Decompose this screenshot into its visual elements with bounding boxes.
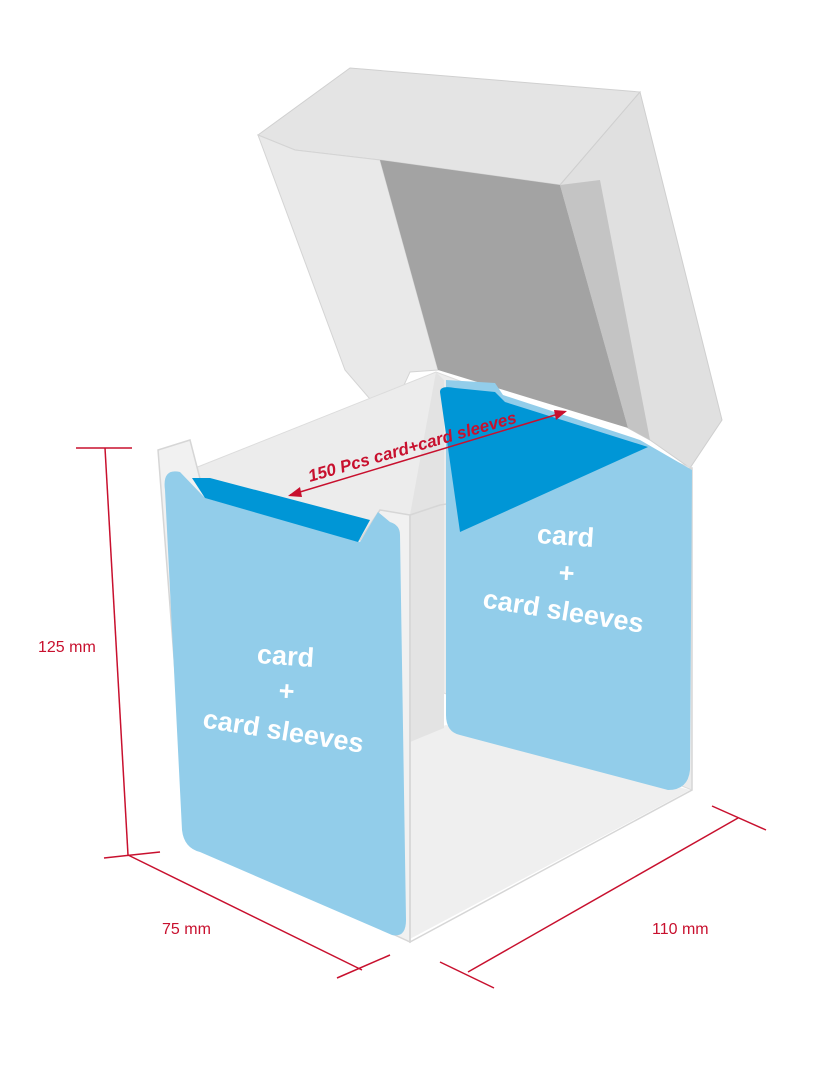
lid-inner-face	[380, 160, 628, 428]
back-card-line1: card	[536, 519, 595, 553]
depth-right-tick	[711, 805, 767, 831]
height-dimension: 125 mm	[38, 447, 161, 859]
capacity-arrow-line	[289, 411, 566, 496]
capacity-arrowhead-right	[554, 410, 567, 420]
front-card-line2: +	[278, 676, 296, 707]
front-card-top-dark	[192, 478, 370, 542]
width-dimension-line	[127, 854, 363, 971]
back-card-line2: +	[558, 558, 576, 589]
depth-label: 110 mm	[652, 921, 709, 938]
height-dimension-line	[104, 447, 129, 856]
front-card-stack	[164, 471, 406, 936]
width-right-tick	[336, 954, 391, 979]
front-card-body	[164, 471, 406, 936]
front-card-line1: card	[256, 639, 315, 673]
depth-dimension-line	[467, 817, 739, 973]
box-right-side-outer	[409, 467, 693, 944]
depth-left-tick	[439, 961, 495, 989]
box-right-wall	[410, 372, 444, 742]
lid-left-flap	[257, 134, 439, 421]
lid-inner-side	[560, 180, 650, 440]
depth-dimension: 110 mm	[439, 805, 767, 989]
back-card-stack	[440, 380, 692, 790]
height-label: 125 mm	[38, 639, 96, 656]
box-floor	[408, 725, 690, 940]
capacity-arrowhead-left	[288, 487, 302, 497]
box-lid	[256, 67, 723, 469]
width-label: 75 mm	[162, 921, 211, 938]
width-dimension: 75 mm	[127, 854, 391, 979]
back-card-top-dark	[440, 387, 648, 532]
height-bottom-tick	[103, 851, 161, 859]
